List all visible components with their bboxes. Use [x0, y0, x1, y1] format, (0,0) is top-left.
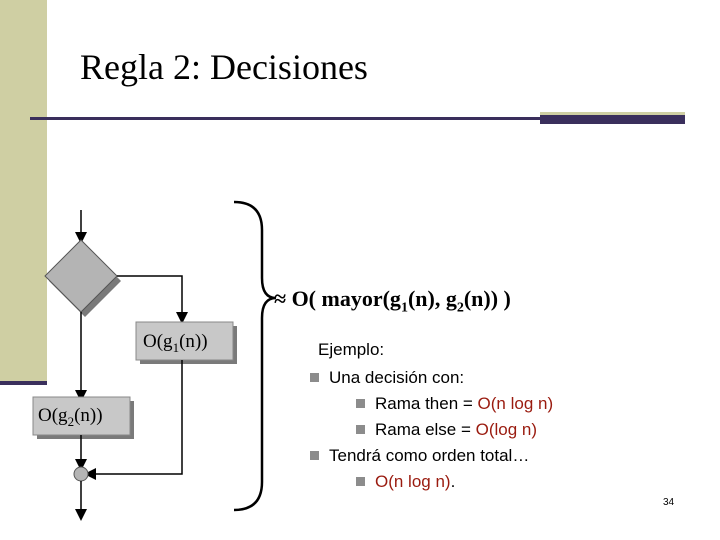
page-number: 34 [663, 497, 675, 508]
complexity-formula: ≈ O( mayor(g1(n), g2(n)) ) [274, 286, 511, 316]
example-heading: Ejemplo: [318, 340, 385, 359]
bullet-icon [310, 373, 319, 382]
then-branch-line [117, 275, 188, 324]
example-subitem-then: Rama then = O(n log n) [356, 394, 553, 414]
left-accent-bar [0, 0, 47, 384]
else-box-label: O(g2(n)) [38, 405, 103, 429]
then-box-label: O(g1(n)) [143, 331, 208, 355]
bullet-icon [356, 425, 365, 434]
title-rule-accent [540, 112, 685, 124]
else-box [32, 396, 131, 436]
example-item-decision: Una decisión con: [310, 368, 464, 388]
title-rule-accent-highlight [540, 112, 685, 115]
title-rule [30, 117, 685, 120]
decision-diamond [44, 239, 118, 313]
example-item-total: Tendrá como orden total… [310, 446, 529, 466]
example-subitem-result: O(n log n). [356, 472, 455, 492]
right-brace [233, 200, 277, 512]
bullet-icon [310, 451, 319, 460]
slide-title: Regla 2: Decisiones [80, 47, 368, 87]
example-subitem-else: Rama else = O(log n) [356, 420, 537, 440]
join-node [73, 466, 89, 482]
bullet-icon [356, 477, 365, 486]
then-to-join-line [84, 360, 183, 480]
bullet-icon [356, 399, 365, 408]
left-accent-bar-edge [0, 381, 47, 385]
then-box [135, 321, 234, 361]
